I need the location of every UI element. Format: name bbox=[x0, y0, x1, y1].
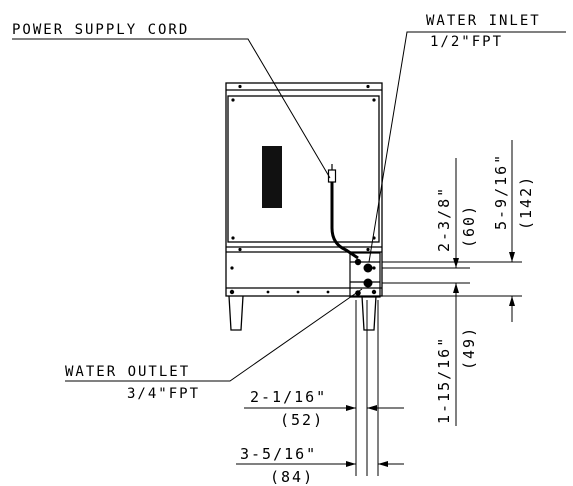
data-plate bbox=[262, 146, 282, 208]
water-outlet-leader bbox=[65, 288, 363, 382]
left-leg bbox=[228, 295, 244, 331]
inlet-height-inch-label: 2-3/8" bbox=[435, 186, 453, 252]
cord-height-inch-label: 5-9/16" bbox=[492, 153, 510, 230]
machine-body bbox=[225, 82, 383, 297]
water-inlet-leader bbox=[368, 31, 566, 263]
right-leg bbox=[361, 295, 377, 331]
water-outlet-label: WATER OUTLET bbox=[65, 364, 190, 380]
cabinet-outline bbox=[225, 82, 383, 297]
cord-height-mm-label: (142) bbox=[517, 175, 535, 230]
vertical-dimensions bbox=[382, 140, 522, 426]
inlet-height-mm-label: (60) bbox=[460, 204, 478, 248]
legs bbox=[228, 295, 377, 331]
outlet-offset-mm-label: (52) bbox=[280, 411, 324, 429]
leader-lines bbox=[12, 31, 566, 382]
power-supply-cord bbox=[327, 164, 359, 260]
water-outlet-fitting bbox=[355, 278, 373, 296]
outlet-height-inch-label: 1-15/16" bbox=[435, 336, 453, 424]
water-outlet-size-label: 3/4"FPT bbox=[127, 386, 200, 402]
inlet-offset-mm-label: (84) bbox=[270, 468, 314, 486]
front-panel bbox=[227, 95, 380, 243]
inlet-offset-inch-label: 3-5/16" bbox=[240, 445, 317, 463]
power-supply-cord-label: POWER SUPPLY CORD bbox=[12, 22, 189, 38]
water-inlet-label: WATER INLET bbox=[426, 13, 541, 29]
water-inlet-fitting bbox=[354, 258, 373, 273]
water-inlet-size-label: 1/2"FPT bbox=[430, 34, 503, 50]
power-cord-leader bbox=[12, 38, 331, 179]
outlet-offset-inch-label: 2-1/16" bbox=[250, 388, 327, 406]
screws bbox=[229, 84, 377, 295]
outlet-height-mm-label: (49) bbox=[460, 326, 478, 370]
horizontal-dimensions bbox=[236, 300, 404, 476]
